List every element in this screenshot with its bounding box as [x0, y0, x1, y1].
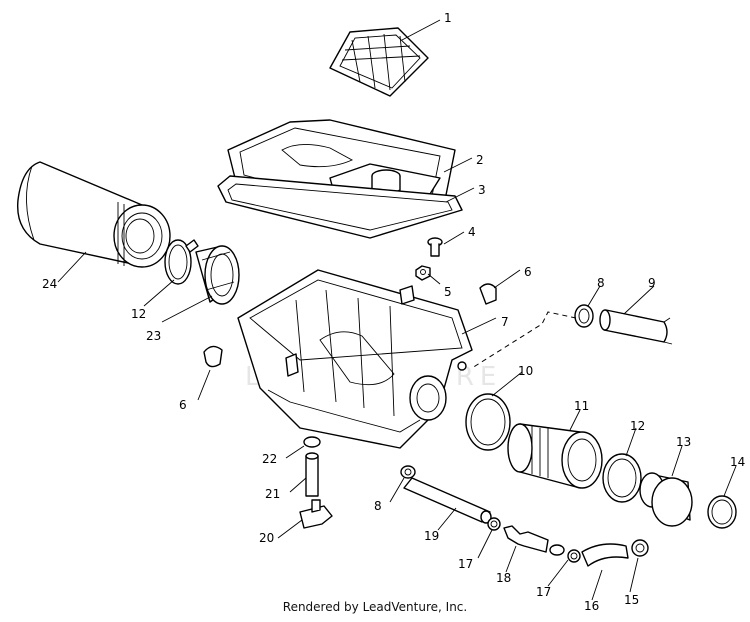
- part-drain-tube: [305, 452, 319, 497]
- part-outlet-boot: [507, 423, 603, 489]
- callout-5: 5: [444, 285, 452, 299]
- callout-6-left: 6: [179, 398, 187, 412]
- leader-lines: [57, 19, 737, 601]
- callout-10: 10: [518, 364, 533, 378]
- callout-21: 21: [265, 487, 280, 501]
- part-clamp-end: [707, 495, 737, 529]
- part-filter-adapter: [195, 245, 240, 305]
- part-clip-right: [479, 283, 497, 305]
- part-lid-gasket: [217, 175, 463, 239]
- part-check-valve: [503, 525, 565, 556]
- callout-12-left: 12: [131, 307, 146, 321]
- callout-8-lower: 8: [374, 499, 382, 513]
- callout-8-upper: 8: [597, 276, 605, 290]
- part-tee-fitting: [299, 499, 333, 529]
- callout-16: 16: [584, 599, 599, 613]
- part-hose: [403, 477, 492, 524]
- part-drain-grommet: [303, 436, 321, 448]
- callout-7: 7: [501, 315, 509, 329]
- callout-17-left: 17: [458, 557, 473, 571]
- part-gasket-ring: [465, 393, 511, 451]
- callout-17-right: 17: [536, 585, 551, 599]
- part-small-clamp-b: [567, 549, 581, 563]
- callout-20: 20: [259, 531, 274, 545]
- callout-23: 23: [146, 329, 161, 343]
- callout-15: 15: [624, 593, 639, 607]
- part-screw: [427, 237, 443, 257]
- callout-12-right: 12: [630, 419, 645, 433]
- callout-labels: 1 2 3 4 5 6 6 7 8 8 9 10 11 12 12 13 14 …: [42, 11, 745, 613]
- part-clamp-right: [602, 453, 642, 503]
- part-clamp-left: [164, 239, 199, 285]
- render-credit: Rendered by LeadVenture, Inc.: [282, 600, 468, 614]
- part-grommet-lower: [400, 465, 416, 479]
- part-short-hose: [581, 543, 629, 567]
- callout-4: 4: [468, 225, 476, 239]
- part-bellows-boot: [639, 472, 693, 527]
- part-clamp-small: [631, 539, 649, 557]
- callout-13: 13: [676, 435, 691, 449]
- part-air-filter: [16, 161, 171, 268]
- part-small-clamp-a: [487, 517, 501, 531]
- callout-24: 24: [42, 277, 57, 291]
- callout-22: 22: [262, 452, 277, 466]
- part-clip-left: [203, 345, 223, 368]
- callout-19: 19: [424, 529, 439, 543]
- callout-6-right: 6: [524, 265, 532, 279]
- part-intake-screen: [329, 27, 429, 97]
- callout-9: 9: [648, 276, 656, 290]
- part-nut: [415, 265, 431, 281]
- part-tube: [599, 309, 673, 345]
- part-airbox: [237, 269, 473, 449]
- part-grommet-upper: [574, 304, 594, 328]
- routing-line: [471, 311, 577, 369]
- callout-18: 18: [496, 571, 511, 585]
- callout-3: 3: [478, 183, 486, 197]
- callout-14: 14: [730, 455, 745, 469]
- callout-1: 1: [444, 11, 452, 25]
- callout-2: 2: [476, 153, 484, 167]
- callout-11: 11: [574, 399, 589, 413]
